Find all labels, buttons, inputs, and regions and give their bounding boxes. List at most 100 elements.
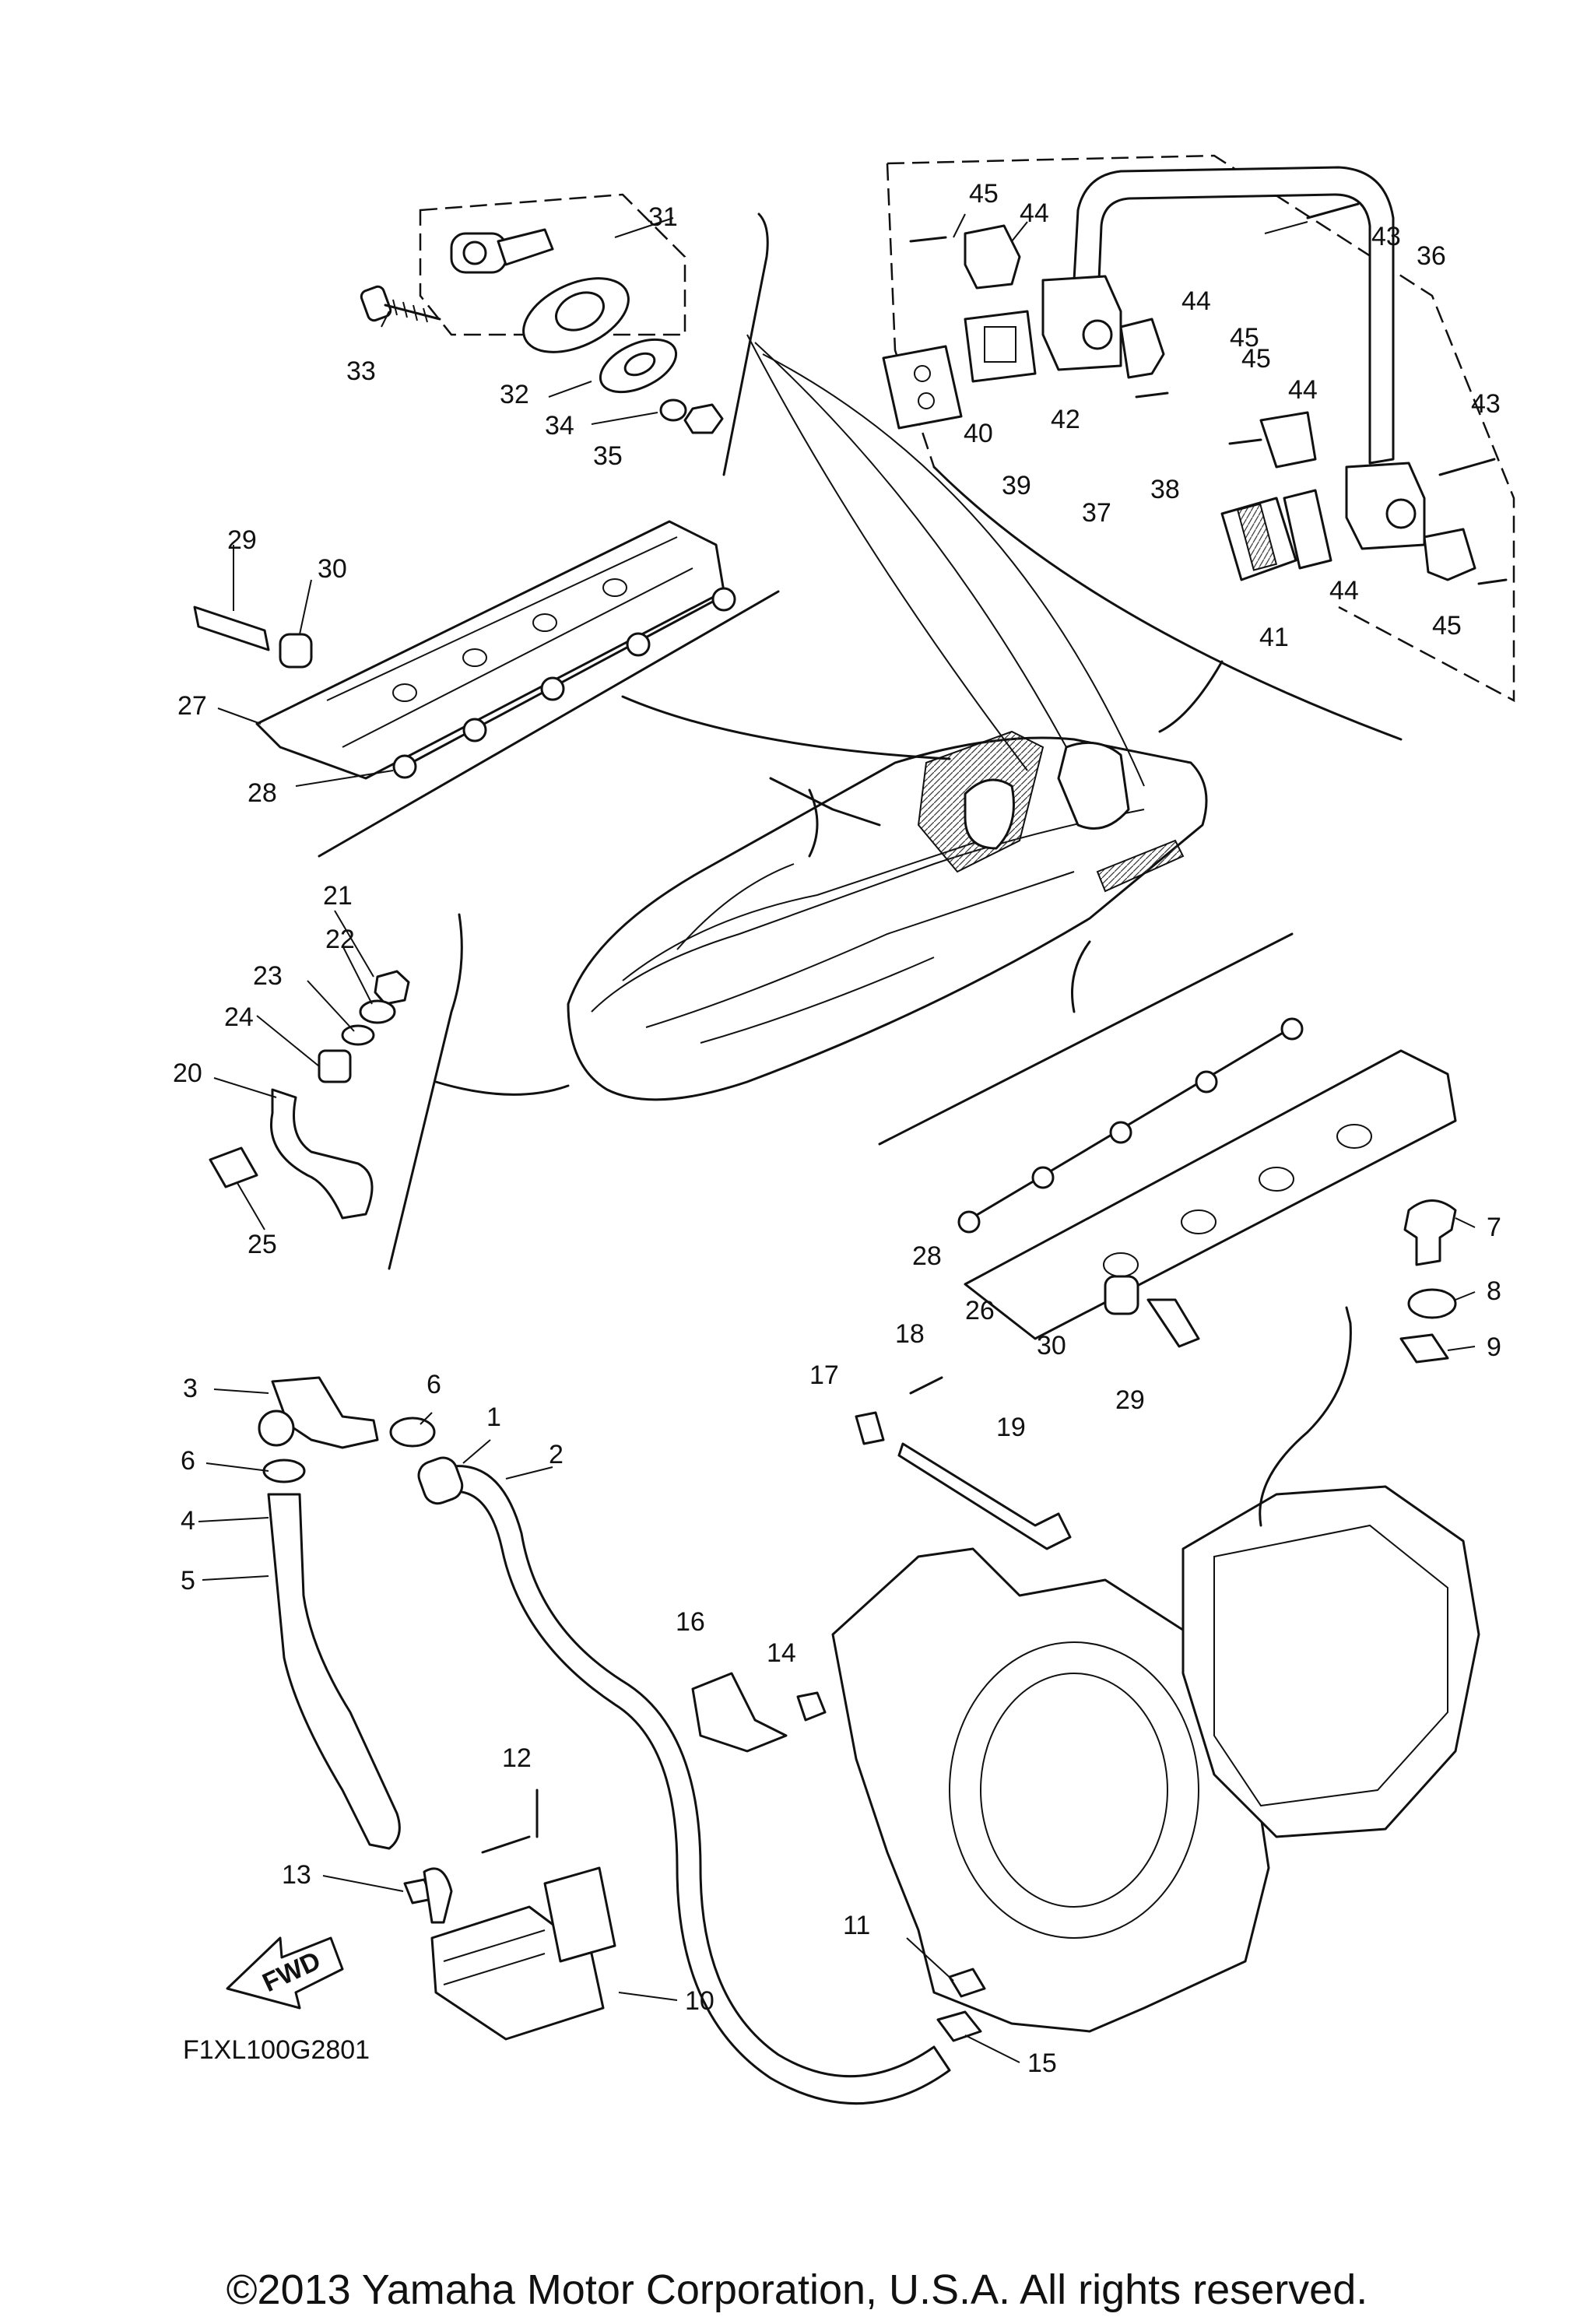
callout-36: 36 (1417, 241, 1446, 271)
leader-lines-to-hull (434, 334, 1224, 1096)
plate-42 (964, 310, 1037, 383)
nut-14 (796, 1691, 827, 1722)
callout-11: 11 (843, 1911, 870, 1940)
callout-18: 18 (895, 1319, 925, 1349)
screw-33 (360, 285, 441, 323)
callout-27: 27 (177, 691, 207, 721)
callout-5: 5 (181, 1566, 195, 1596)
fitting-16 (691, 1672, 788, 1753)
rear-deck-mark (1096, 839, 1185, 893)
callout-22: 22 (325, 925, 355, 954)
inset-grip-handle (209, 913, 463, 1270)
inset-grab-handle-group (882, 154, 1515, 741)
callout-8: 8 (1487, 1276, 1501, 1306)
callout-28-b: 28 (912, 1241, 942, 1271)
elbow-fitting-3 (271, 1376, 379, 1449)
callout-25: 25 (248, 1230, 277, 1259)
hose-2 (430, 1465, 951, 2105)
callout-37: 37 (1082, 498, 1111, 528)
callout-44-c: 44 (1288, 375, 1318, 405)
callout-6-a: 6 (427, 1370, 441, 1399)
callout-leaders (198, 213, 1476, 2063)
cap-44-b (1119, 318, 1165, 379)
bolt-25 (209, 1146, 258, 1188)
callout-43-b: 43 (1471, 389, 1501, 419)
callout-35: 35 (593, 441, 623, 471)
callout-44-b: 44 (1181, 286, 1211, 316)
callout-21: 21 (323, 881, 353, 911)
copyright-notice: ©2013 Yamaha Motor Corporation, U.S.A. A… (226, 2266, 1368, 2313)
o-ring-8 (1407, 1288, 1457, 1319)
callout-23: 23 (253, 961, 283, 991)
clamp-6-a (389, 1417, 436, 1448)
callout-16: 16 (676, 1607, 705, 1637)
watercraft-hull (567, 730, 1208, 1101)
pad-40 (882, 345, 963, 430)
callout-17: 17 (809, 1360, 839, 1390)
plate-38 (1220, 497, 1297, 581)
nozzle-housing (1181, 1485, 1480, 1838)
bracket-box (543, 1866, 616, 1963)
handlebar (769, 777, 881, 858)
callout-34: 34 (545, 411, 574, 441)
callout-43-a: 43 (1371, 222, 1401, 251)
callout-45-c: 45 (1241, 344, 1271, 374)
bolt-43-a (1306, 202, 1360, 219)
rail-studs-right (957, 1017, 1304, 1234)
screw-45-d (1477, 578, 1508, 585)
callout-9: 9 (1487, 1332, 1501, 1362)
callout-10: 10 (685, 1986, 714, 2016)
drain-tube (1259, 1306, 1352, 1527)
callout-15: 15 (1027, 2048, 1057, 2078)
callout-44-a: 44 (1020, 198, 1049, 228)
callout-31: 31 (648, 202, 678, 232)
screw-45-c (1228, 438, 1262, 445)
callout-24: 24 (224, 1002, 254, 1032)
rivet-18 (909, 1376, 943, 1395)
washer-34 (659, 398, 687, 422)
bolt-43-b (1438, 458, 1496, 476)
clamp-11 (948, 1968, 986, 1998)
seat-area (917, 730, 1130, 873)
callout-26: 26 (965, 1296, 995, 1325)
washer-23 (341, 1024, 375, 1046)
jet-pump-assembly (691, 1199, 1480, 2042)
inset-fastener-group (360, 193, 769, 476)
callout-20: 20 (173, 1058, 202, 1088)
hose-5 (267, 1493, 401, 1850)
callout-7: 7 (1487, 1213, 1501, 1242)
callout-6-b: 6 (181, 1446, 195, 1476)
cable-tie-19 (897, 1442, 1072, 1550)
drain-plug-assembly (450, 228, 554, 274)
bracket-left (1041, 275, 1122, 371)
callout-41: 41 (1259, 623, 1289, 652)
collar-30 (279, 633, 313, 669)
callout-30-b: 30 (1037, 1331, 1066, 1360)
clamp-15 (936, 2010, 982, 2042)
bolt-29-right (1146, 1298, 1200, 1348)
callout-28-a: 28 (248, 778, 277, 808)
flange (522, 277, 630, 353)
figure-code: F1XL100G2801 (183, 2035, 370, 2065)
cap-44-a (964, 224, 1021, 290)
washer-22 (359, 999, 396, 1024)
callout-32: 32 (500, 380, 529, 409)
callout-38: 38 (1150, 475, 1180, 504)
bolt-29 (193, 606, 270, 651)
callout-39: 39 (1002, 471, 1031, 500)
callout-29-b: 29 (1115, 1385, 1145, 1415)
screw-45-a (909, 236, 947, 243)
callout-45-d: 45 (1432, 611, 1462, 641)
clip-17 (855, 1411, 885, 1445)
callout-29-a: 29 (227, 525, 257, 555)
hose-end-1 (417, 1456, 464, 1505)
callout-13: 13 (282, 1860, 311, 1890)
callout-19: 19 (996, 1413, 1026, 1442)
stud-24 (318, 1049, 352, 1083)
callout-2: 2 (549, 1440, 564, 1469)
cap-44-c (1259, 411, 1317, 469)
callout-14: 14 (767, 1638, 796, 1668)
nut-35 (683, 403, 724, 434)
inset-left-rail (193, 520, 780, 858)
